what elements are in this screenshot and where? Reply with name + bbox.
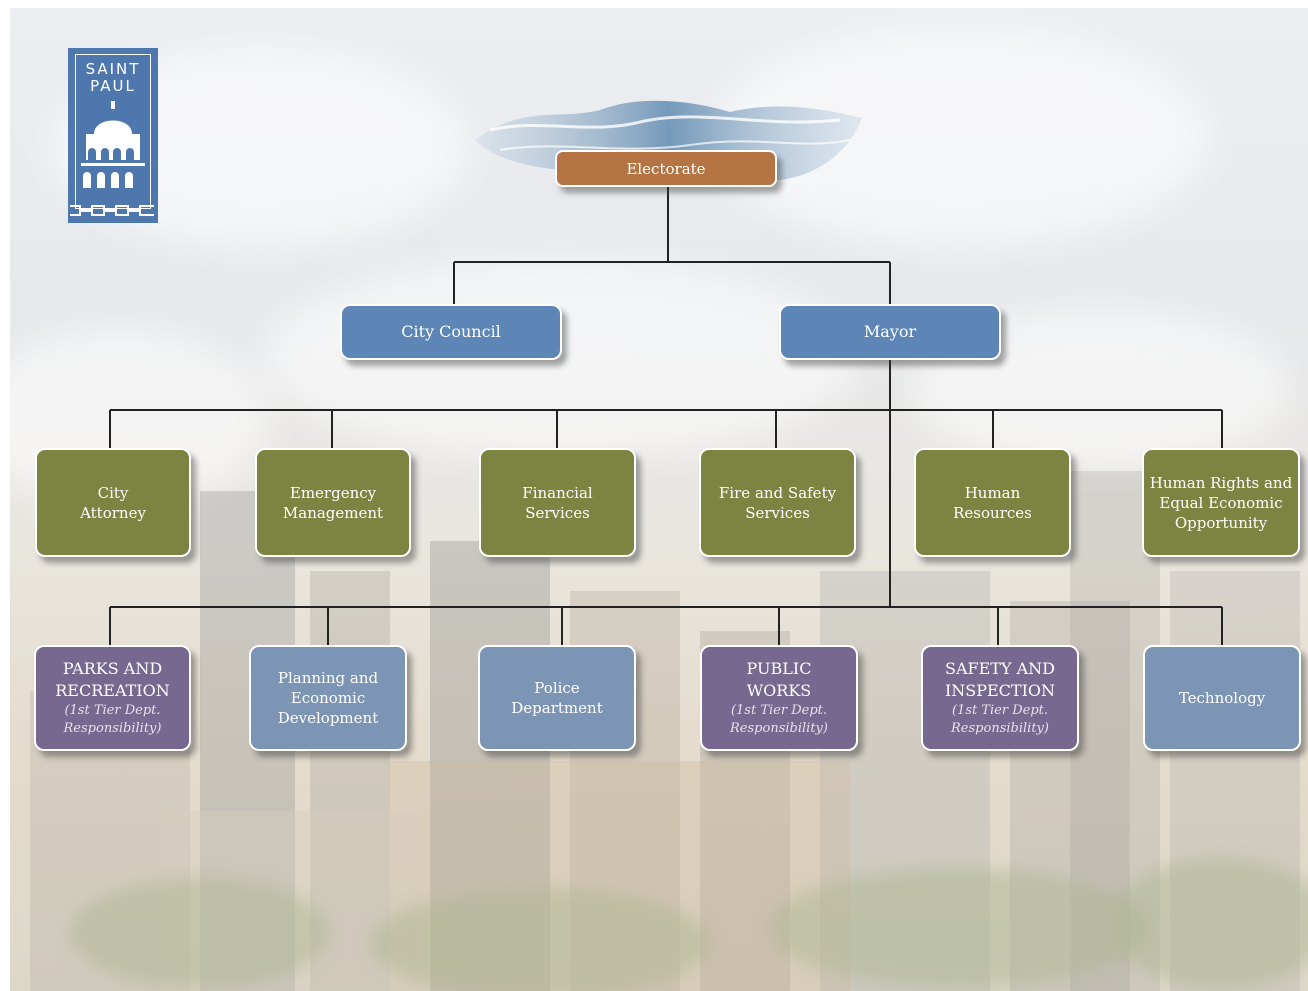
planning-label-3: Development — [277, 709, 379, 727]
police-label-2: Department — [511, 699, 603, 717]
emergency-management-label-1: Emergency — [289, 483, 377, 502]
public-works-label-2: WORKS — [746, 681, 812, 700]
capitol-dome-icon — [70, 101, 154, 216]
technology-label: Technology — [1178, 689, 1266, 707]
technology-box: Technology — [1143, 645, 1301, 751]
fire-safety-label-1: Fire and Safety — [718, 483, 837, 502]
fire-safety-label-2: Services — [745, 503, 810, 522]
saint-paul-logo: SAINT PAUL — [68, 48, 158, 223]
city-council-box: City Council — [340, 304, 562, 360]
logo-text-saint: SAINT — [85, 60, 141, 78]
police-label-1: Police — [534, 679, 580, 697]
public-works-tier-note-1: (1st Tier Dept. — [730, 703, 828, 718]
parks-recreation-box: PARKS AND RECREATION (1st Tier Dept. Res… — [34, 645, 191, 751]
human-rights-label-3: Opportunity — [1174, 513, 1268, 532]
police-department-box: Police Department — [478, 645, 636, 751]
planning-label-2: Economic — [290, 689, 366, 707]
parks-tier-note-2: Responsibility) — [63, 721, 162, 736]
fire-safety-services-box: Fire and Safety Services — [699, 448, 856, 557]
human-rights-label-1: Human Rights and — [1149, 473, 1293, 492]
parks-label-1: PARKS AND — [62, 659, 163, 678]
planning-economic-development-box: Planning and Economic Development — [249, 645, 407, 751]
human-rights-box: Human Rights and Equal Economic Opportun… — [1142, 448, 1300, 557]
safety-inspection-label-2: INSPECTION — [944, 681, 1056, 700]
safety-inspection-tier-note-1: (1st Tier Dept. — [951, 703, 1049, 718]
city-attorney-label-1: City — [97, 483, 129, 502]
parks-label-2: RECREATION — [55, 681, 170, 700]
mayor-box: Mayor — [779, 304, 1001, 360]
logo-border — [75, 54, 151, 209]
public-works-tier-note-2: Responsibility) — [730, 721, 828, 736]
financial-services-label-1: Financial — [522, 483, 593, 502]
parks-tier-note-1: (1st Tier Dept. — [64, 703, 161, 718]
human-rights-label-2: Equal Economic — [1159, 493, 1283, 512]
logo-text-paul: PAUL — [90, 77, 136, 95]
human-resources-label-2: Resources — [953, 503, 1032, 522]
public-works-box: PUBLIC WORKS (1st Tier Dept. Responsibil… — [700, 645, 858, 751]
emergency-management-box: Emergency Management — [255, 448, 411, 557]
human-resources-label-1: Human — [964, 483, 1021, 502]
financial-services-label-2: Services — [525, 503, 590, 522]
city-attorney-box: City Attorney — [35, 448, 191, 557]
public-works-label-1: PUBLIC — [746, 659, 812, 678]
electorate-box: Electorate — [555, 150, 777, 187]
safety-inspection-box: SAFETY AND INSPECTION (1st Tier Dept. Re… — [921, 645, 1079, 751]
safety-inspection-label-1: SAFETY AND — [945, 659, 1055, 678]
human-resources-box: Human Resources — [914, 448, 1071, 557]
city-council-label: City Council — [401, 322, 501, 341]
mayor-label: Mayor — [863, 322, 917, 341]
electorate-label: Electorate — [626, 159, 706, 178]
planning-label-1: Planning and — [277, 669, 379, 687]
financial-services-box: Financial Services — [479, 448, 636, 557]
emergency-management-label-2: Management — [282, 503, 384, 522]
safety-inspection-tier-note-2: Responsibility) — [951, 721, 1049, 736]
city-attorney-label-2: Attorney — [80, 503, 146, 522]
